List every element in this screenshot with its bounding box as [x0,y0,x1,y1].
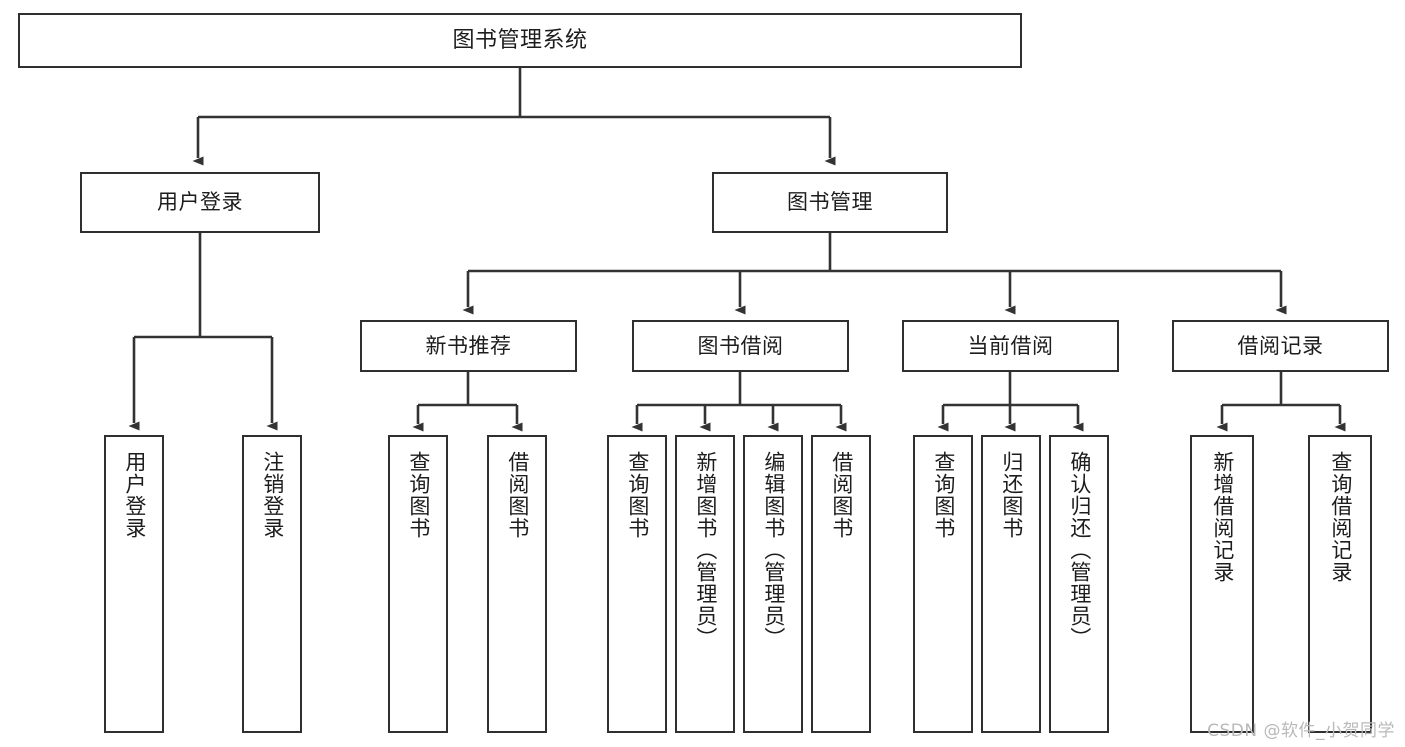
node-leaf-query-book-3-label: 查询图书 [931,451,956,539]
node-leaf-query-book-2[interactable]: 查询图书 [607,435,667,733]
node-leaf-confirm-return[interactable]: 确认归还（管理员） [1049,435,1109,733]
node-user-login-label: 用户登录 [157,190,243,215]
node-leaf-borrow-book-2[interactable]: 借阅图书 [811,435,871,733]
node-borrow-record[interactable]: 借阅记录 [1172,320,1389,372]
node-leaf-user-login[interactable]: 用户登录 [104,435,164,733]
node-root-label: 图书管理系统 [452,27,588,53]
node-book-manage-label: 图书管理 [787,190,873,215]
node-leaf-edit-book[interactable]: 编辑图书（管理员） [743,435,803,733]
node-new-book-recommend-label: 新书推荐 [425,333,512,358]
node-book-borrow-label: 图书借阅 [697,333,784,358]
node-leaf-query-book-2-label: 查询图书 [625,451,650,539]
node-leaf-query-book-1[interactable]: 查询图书 [388,435,448,733]
node-leaf-borrow-book-2-label: 借阅图书 [829,451,854,539]
node-current-borrow[interactable]: 当前借阅 [902,320,1119,372]
node-leaf-query-record-label: 查询借阅记录 [1328,451,1353,583]
node-leaf-borrow-book-1[interactable]: 借阅图书 [487,435,547,733]
node-leaf-confirm-return-label: 确认归还（管理员） [1067,451,1092,649]
node-book-borrow[interactable]: 图书借阅 [632,320,849,372]
node-root[interactable]: 图书管理系统 [18,13,1022,68]
node-leaf-return-book-label: 归还图书 [999,451,1024,539]
node-leaf-add-record[interactable]: 新增借阅记录 [1190,435,1254,733]
node-leaf-query-record[interactable]: 查询借阅记录 [1308,435,1372,733]
node-borrow-record-label: 借阅记录 [1237,333,1324,358]
node-leaf-edit-book-label: 编辑图书（管理员） [761,451,786,649]
node-leaf-return-book[interactable]: 归还图书 [981,435,1041,733]
node-book-manage[interactable]: 图书管理 [712,172,948,233]
node-leaf-query-book-3[interactable]: 查询图书 [913,435,973,733]
node-leaf-add-book-label: 新增图书（管理员） [693,451,718,649]
node-leaf-borrow-book-1-label: 借阅图书 [505,451,530,539]
node-user-login[interactable]: 用户登录 [80,172,320,233]
node-new-book-recommend[interactable]: 新书推荐 [360,320,577,372]
node-leaf-add-book[interactable]: 新增图书（管理员） [675,435,735,733]
node-leaf-user-login-label: 用户登录 [122,451,147,539]
node-leaf-add-record-label: 新增借阅记录 [1210,451,1235,583]
node-leaf-user-logout[interactable]: 注销登录 [242,435,302,733]
node-current-borrow-label: 当前借阅 [967,333,1054,358]
node-leaf-user-logout-label: 注销登录 [260,451,285,539]
csdn-watermark: CSDN @软件_小贺同学 [1207,721,1395,741]
node-leaf-query-book-1-label: 查询图书 [406,451,431,539]
